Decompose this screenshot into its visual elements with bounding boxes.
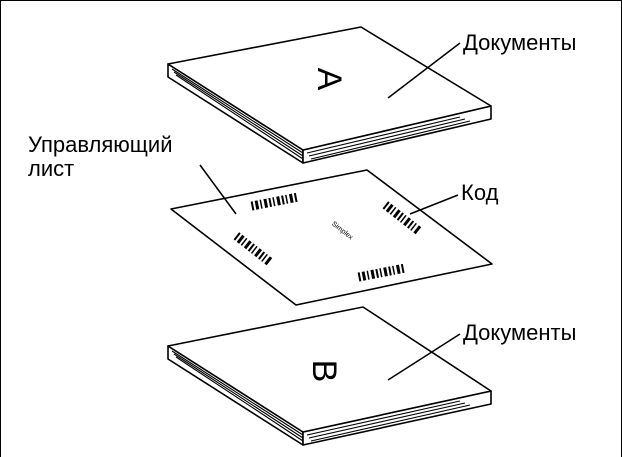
barcode-left <box>233 232 273 266</box>
stack-bottom-letter: B <box>305 360 343 383</box>
label-code: Код <box>461 180 499 205</box>
stack-top-letter: A <box>310 68 348 91</box>
leader-code <box>409 194 459 215</box>
leader-control-sheet <box>199 164 237 215</box>
barcode-top-left <box>250 192 298 211</box>
label-documents-bottom: Документы <box>463 320 577 345</box>
control-sheet: Simplex <box>170 169 493 306</box>
label-control-sheet: Управляющий лист <box>28 133 172 181</box>
document-stack-top: A <box>167 26 492 164</box>
barcode-right <box>382 201 422 235</box>
barcode-bottom <box>357 263 405 282</box>
leader-lines <box>199 42 461 381</box>
label-documents-top: Документы <box>463 30 577 55</box>
leader-documents-bottom <box>387 333 461 381</box>
label-control-sheet-line1: Управляющий <box>28 132 173 157</box>
label-control-sheet-line2: лист <box>28 156 75 181</box>
document-stack-bottom: B <box>167 306 492 446</box>
leader-documents-top <box>387 42 461 99</box>
